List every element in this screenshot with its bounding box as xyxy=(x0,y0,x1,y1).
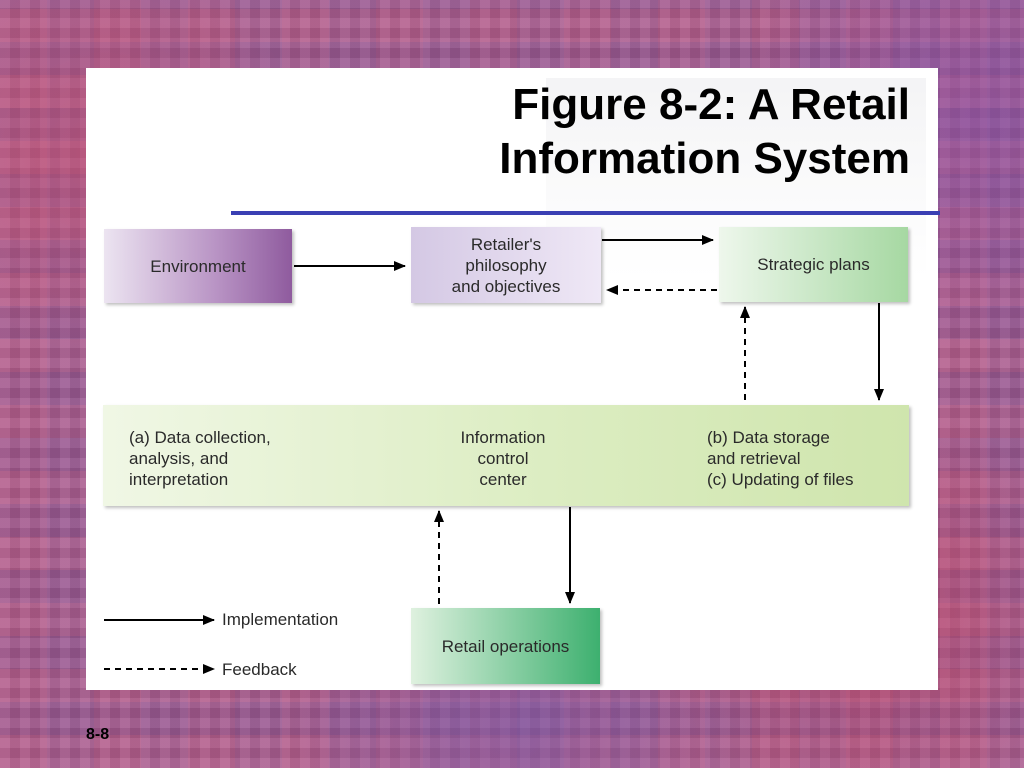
diagram-panel xyxy=(86,68,938,690)
environment-box: Environment xyxy=(104,229,292,303)
page-number: 8-8 xyxy=(86,726,110,743)
information-control-center-label: Information control center xyxy=(460,428,546,489)
philosophy-box: Retailer's philosophy and objectives xyxy=(411,227,601,303)
information-control-center-bar: (a) Data collection, analysis, and inter… xyxy=(103,405,909,506)
legend-implementation-label: Implementation xyxy=(222,610,339,629)
strategic-plans-box: Strategic plans xyxy=(719,227,908,302)
data-collection-text: (a) Data collection, analysis, and inter… xyxy=(129,428,271,489)
slide-title-line-1: Figure 8-2: A Retail xyxy=(512,80,910,129)
legend-feedback-label: Feedback xyxy=(222,660,297,679)
retail-operations-box: Retail operations xyxy=(411,608,600,684)
data-storage-text: (b) Data storage and retrieval (c) Updat… xyxy=(707,428,854,489)
title-underline xyxy=(231,211,940,215)
slide-title-line-2: Information System xyxy=(499,134,910,183)
slide-title: Figure 8-2: A Retail Information System xyxy=(380,78,910,186)
